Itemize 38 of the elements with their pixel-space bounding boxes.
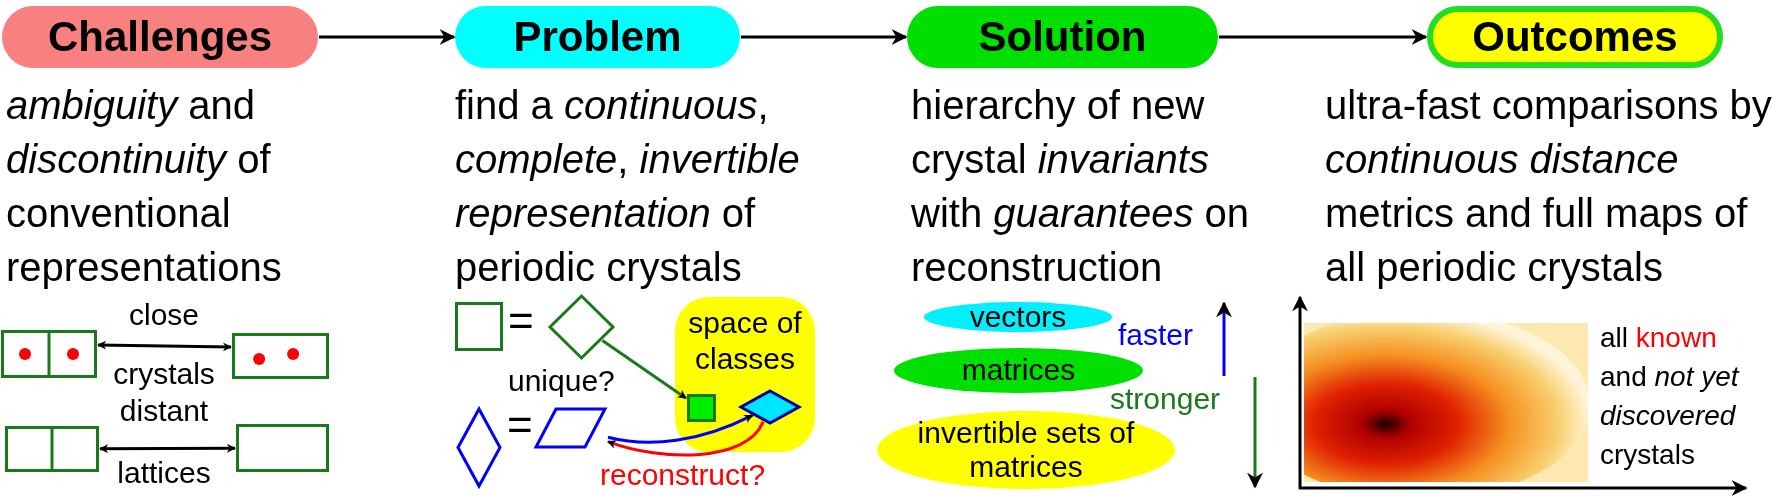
- arrow-caption: close: [127, 298, 200, 332]
- arrow: [607, 413, 754, 444]
- rectangle-with-dots: [232, 333, 329, 379]
- arrow-caption: crystals: [112, 357, 216, 391]
- panel-heading: space of classes: [687, 305, 803, 377]
- ellipse: invertible sets of matrices: [877, 411, 1175, 489]
- square: [455, 302, 503, 351]
- arrow: [741, 29, 908, 45]
- rectangle-with-dots: [1, 330, 97, 378]
- plot-caption: all known and not yet discovered crystals: [1600, 321, 1741, 472]
- stage-heading: Problem: [455, 6, 740, 68]
- arrow-caption: distant: [118, 394, 210, 428]
- arrow: [1219, 29, 1428, 45]
- equals-sign: =: [507, 408, 534, 442]
- equals-sign: =: [508, 304, 535, 338]
- rounded-panel: [675, 297, 815, 452]
- arrow: [601, 339, 687, 400]
- diamond: [456, 407, 502, 488]
- arrow-caption: lattices: [116, 456, 212, 490]
- arrow: [97, 340, 232, 352]
- rectangle: [236, 424, 329, 472]
- square: [687, 394, 716, 422]
- description-text: ambiguity and discontinuity of conventional representations: [6, 82, 283, 291]
- ellipse: vectors: [924, 302, 1112, 332]
- arrow: [607, 420, 765, 457]
- arrow: [319, 29, 456, 45]
- description-text: find a continuous, complete, invertible representation of periodic crystals: [455, 82, 801, 291]
- diamond: [548, 294, 615, 360]
- stage-heading: Solution: [907, 6, 1218, 68]
- parallelogram: [534, 407, 607, 449]
- stage-heading: Challenges: [2, 6, 318, 68]
- description-text: ultra-fast comparisons by continuous distance metrics and full maps of all periodic crystals: [1325, 82, 1772, 291]
- question-text: unique?: [508, 364, 616, 398]
- arrow: [99, 443, 236, 454]
- description-text: hierarchy of new crystal invariants with guarantees on reconstruction: [911, 82, 1250, 291]
- stage-heading: Outcomes: [1427, 6, 1723, 68]
- diamond: [739, 389, 801, 425]
- divided-rectangle: [5, 426, 99, 472]
